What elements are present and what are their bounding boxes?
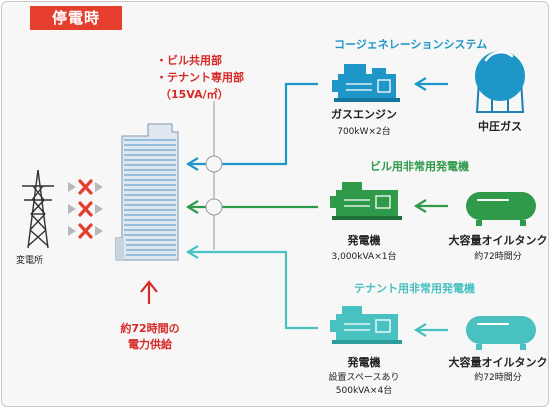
office-building [115, 123, 179, 261]
tenant-generator-spec-space: 設置スペースあり [328, 373, 400, 383]
cogeneration-title: コージェネレーションシステム [334, 38, 488, 51]
note-tenant-area: ・テナント専用部 [156, 71, 244, 84]
building-generator-spec: 3,000kVA×1台 [331, 252, 397, 262]
tenant-oil-tank-label: 大容量オイルタンク [448, 356, 548, 369]
tenant-oil-tank-icon [466, 316, 536, 350]
building-generator-line [185, 198, 318, 216]
building-generator-icon [330, 182, 402, 220]
tenant-generator-title: テナント用非常用発電機 [354, 282, 475, 295]
supply-line1: 約72時間の [120, 322, 180, 335]
cogeneration-line [185, 82, 318, 250]
supply-line2: 電力供給 [128, 338, 172, 351]
building-oil-tank-spec: 約72時間分 [474, 252, 522, 262]
gas-engine-spec: 700kW×2台 [337, 127, 391, 137]
substation-label: 変電所 [16, 256, 44, 266]
power-supply-arrow [140, 280, 158, 304]
gas-engine-icon [332, 64, 400, 102]
tenant-generator-label: 発電機 [347, 356, 381, 369]
note-common-area: ・ビル共用部 [156, 54, 222, 67]
gas-engine-label: ガスエンジン [331, 108, 397, 121]
pylon-icon [22, 169, 54, 249]
gas-source-label: 中圧ガス [478, 120, 522, 133]
building-generator-title: ビル用非常用発電機 [370, 160, 469, 173]
gas-tank-icon [475, 50, 525, 113]
building-generator-label: 発電機 [347, 234, 381, 247]
outage-tag: 停電時 [30, 6, 122, 30]
tenant-oil-tank-spec: 約72時間分 [474, 373, 522, 383]
tenant-generator-spec: 500kVA×4台 [335, 386, 393, 396]
tenant-generator-icon [330, 306, 402, 344]
note-capacity: （15VA/㎡） [160, 88, 229, 101]
tenant-generator-line [185, 245, 318, 330]
building-oil-tank-icon [466, 192, 536, 226]
building-oil-tank-label: 大容量オイルタンク [448, 234, 548, 247]
fuel-flow-arrows [413, 77, 448, 337]
cut-power-arrows [68, 179, 103, 239]
